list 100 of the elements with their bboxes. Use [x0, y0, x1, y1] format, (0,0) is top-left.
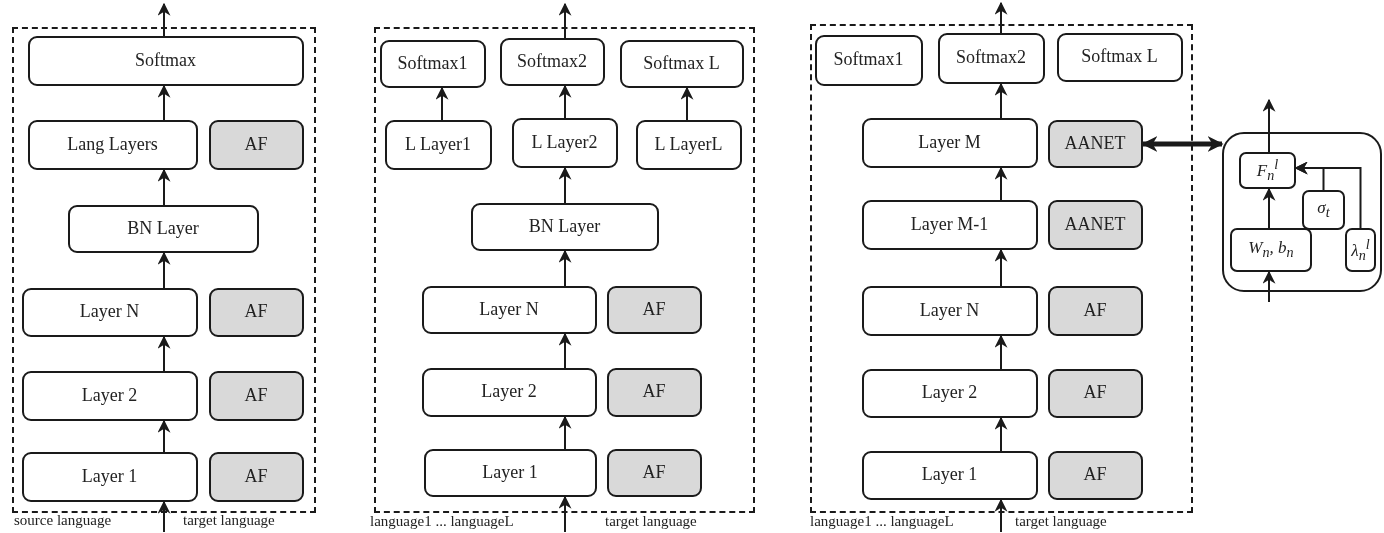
- formula-box: [1230, 228, 1312, 272]
- box-label: Layer N: [919, 300, 980, 321]
- arrow: [994, 416, 1008, 452]
- box-label: Layer 2: [81, 385, 138, 406]
- box-label: Layer N: [479, 299, 539, 320]
- box-label: AANET: [1064, 214, 1126, 235]
- formula-label: σ$_{t}$: [1317, 199, 1330, 221]
- box-label: Softmax L: [643, 53, 720, 74]
- activation-box: [606, 448, 702, 497]
- box-label: Layer M: [918, 132, 981, 153]
- arrow: [994, 82, 1008, 119]
- layer-box: [470, 202, 659, 251]
- activation-box: [208, 370, 304, 421]
- layer-box: [27, 35, 304, 86]
- box-label: Lang Layers: [67, 134, 158, 155]
- layer-box: [21, 287, 198, 337]
- activation-box: [208, 287, 304, 337]
- activation-box: [1047, 119, 1143, 168]
- box-label: AANET: [1064, 133, 1126, 154]
- input-label: target language: [1015, 513, 1107, 530]
- arrow: [157, 84, 171, 121]
- arrow: [1262, 270, 1276, 303]
- layer-box: [814, 34, 923, 86]
- layer-box: [67, 204, 259, 253]
- layer-box: [384, 119, 492, 170]
- input-label: language1 ... languageL: [370, 513, 514, 530]
- arrow: [157, 168, 171, 206]
- formula-box: [1345, 228, 1376, 272]
- box-label: L Layer1: [405, 134, 471, 155]
- box-label: Softmax2: [956, 48, 1026, 68]
- layer-box: [421, 285, 597, 334]
- layer-box: [861, 368, 1038, 418]
- box-label: AF: [1083, 383, 1107, 403]
- box-label: Layer 1: [81, 466, 138, 487]
- box-label: Softmax1: [833, 50, 904, 70]
- arrow: [558, 495, 572, 533]
- layer-box: [379, 39, 486, 88]
- activation-box: [1047, 199, 1143, 250]
- layer-box: [1056, 32, 1183, 82]
- dashed-group-frame: [374, 27, 755, 513]
- arrow: [558, 415, 572, 450]
- layer-box: [21, 370, 198, 421]
- arrow: [435, 86, 449, 121]
- layer-box: [861, 117, 1038, 168]
- layer-box: [421, 367, 597, 417]
- arrow: [994, 166, 1008, 201]
- box-label: Softmax: [135, 50, 196, 71]
- box-label: AF: [642, 299, 666, 320]
- activation-box: [1047, 450, 1143, 500]
- dashed-group-frame: [810, 24, 1193, 513]
- layer-box: [861, 199, 1038, 250]
- box-label: L Layer2: [531, 132, 598, 153]
- box-label: Layer 1: [482, 462, 538, 483]
- arrow: [157, 500, 171, 533]
- layer-box: [423, 448, 597, 497]
- box-label: AF: [244, 466, 268, 487]
- input-label: source language: [14, 512, 112, 529]
- box-label: Layer M-1: [910, 214, 989, 235]
- arrow: [994, 248, 1008, 287]
- layer-box: [511, 117, 618, 168]
- box-label: AF: [244, 302, 268, 322]
- arrow: [680, 86, 694, 121]
- arrow: [994, 334, 1008, 370]
- box-label: Layer 2: [481, 382, 537, 402]
- input-label: target language: [605, 513, 697, 530]
- box-label: AF: [1083, 300, 1107, 321]
- box-label: AF: [1083, 465, 1107, 485]
- layer-box: [619, 39, 744, 88]
- arrow: [1262, 187, 1276, 229]
- activation-box: [1047, 368, 1143, 418]
- input-label: target language: [183, 512, 275, 529]
- box-label: BN Layer: [127, 218, 199, 239]
- detail-panel: [1222, 132, 1382, 292]
- arrow: [157, 419, 171, 453]
- formula-box: [1302, 190, 1345, 230]
- formula-box: [1239, 152, 1296, 189]
- activation-box: [208, 119, 304, 170]
- layer-box: [635, 119, 742, 170]
- arrow: [558, 84, 572, 119]
- arrow: [558, 249, 572, 287]
- arrow: [558, 2, 572, 39]
- arrow: [157, 335, 171, 372]
- layer-box: [21, 451, 198, 502]
- activation-box: [208, 451, 304, 502]
- box-label: AF: [244, 134, 268, 155]
- layer-box: [937, 32, 1045, 84]
- activation-box: [606, 285, 702, 334]
- layer-box: [499, 37, 605, 86]
- box-label: Layer N: [79, 302, 140, 322]
- arrow: [1294, 161, 1362, 229]
- box-label: Layer 1: [921, 465, 978, 485]
- layer-box: [861, 285, 1038, 336]
- dashed-group-frame: [12, 27, 316, 513]
- box-label: Softmax1: [397, 53, 468, 74]
- box-label: AF: [244, 385, 268, 406]
- arrow: [1141, 136, 1224, 152]
- activation-box: [606, 367, 702, 417]
- box-label: L LayerL: [654, 134, 723, 155]
- box-label: AF: [642, 462, 666, 483]
- box-label: Softmax L: [1081, 47, 1158, 67]
